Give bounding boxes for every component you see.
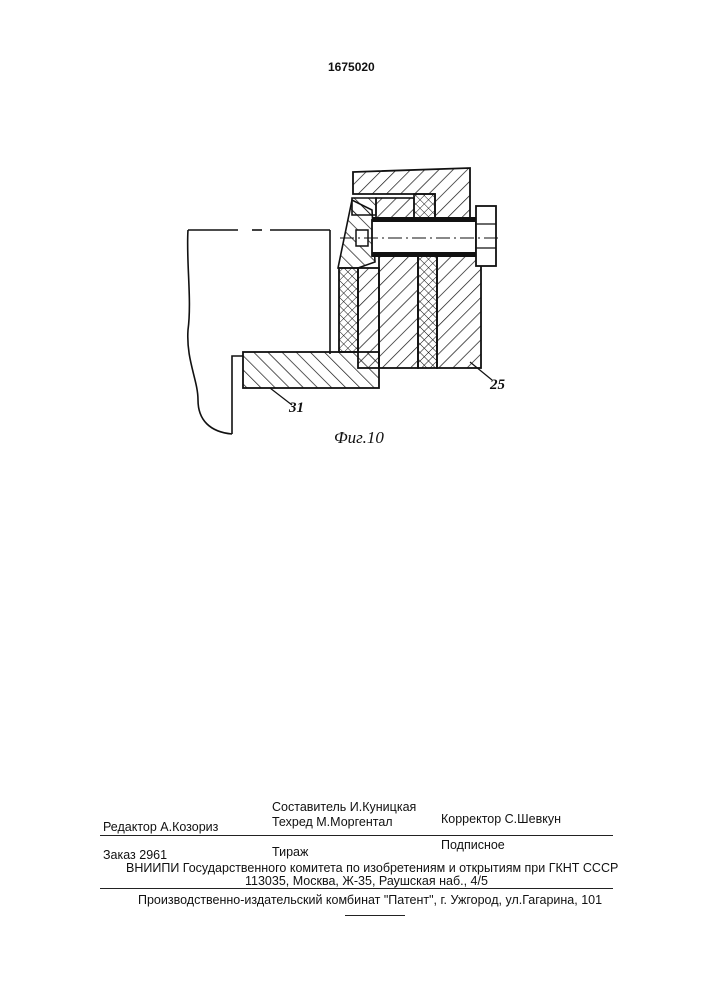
part-25: [437, 253, 481, 368]
rule-1: [100, 835, 613, 836]
rule-3: [345, 915, 405, 916]
corrector-line: Корректор С.Шевкун: [441, 812, 561, 826]
publisher-line: Производственно-издательский комбинат "П…: [138, 893, 602, 907]
order-line: Заказ 2961: [103, 848, 167, 862]
address-line: 113035, Москва, Ж-35, Раушская наб., 4/5: [245, 874, 488, 888]
circulation-line: Тираж: [272, 845, 308, 859]
subscription-line: Подписное: [441, 838, 505, 852]
callout-31: 31: [289, 400, 304, 417]
gasket-right: [418, 253, 437, 368]
vertical-plate: [358, 253, 418, 368]
compiler-line: Составитель И.Куницкая: [272, 800, 416, 814]
institute-line: ВНИИПИ Государственного комитета по изоб…: [126, 861, 618, 875]
callout-25: 25: [490, 377, 505, 394]
rule-2: [100, 888, 613, 889]
techred-line: Техред М.Моргентал: [272, 815, 393, 829]
figure-caption: Фиг.10: [334, 428, 384, 448]
gasket-left: [339, 268, 358, 352]
left-body-outline: [188, 230, 330, 434]
editor-line: Редактор А.Козориз: [103, 820, 218, 834]
